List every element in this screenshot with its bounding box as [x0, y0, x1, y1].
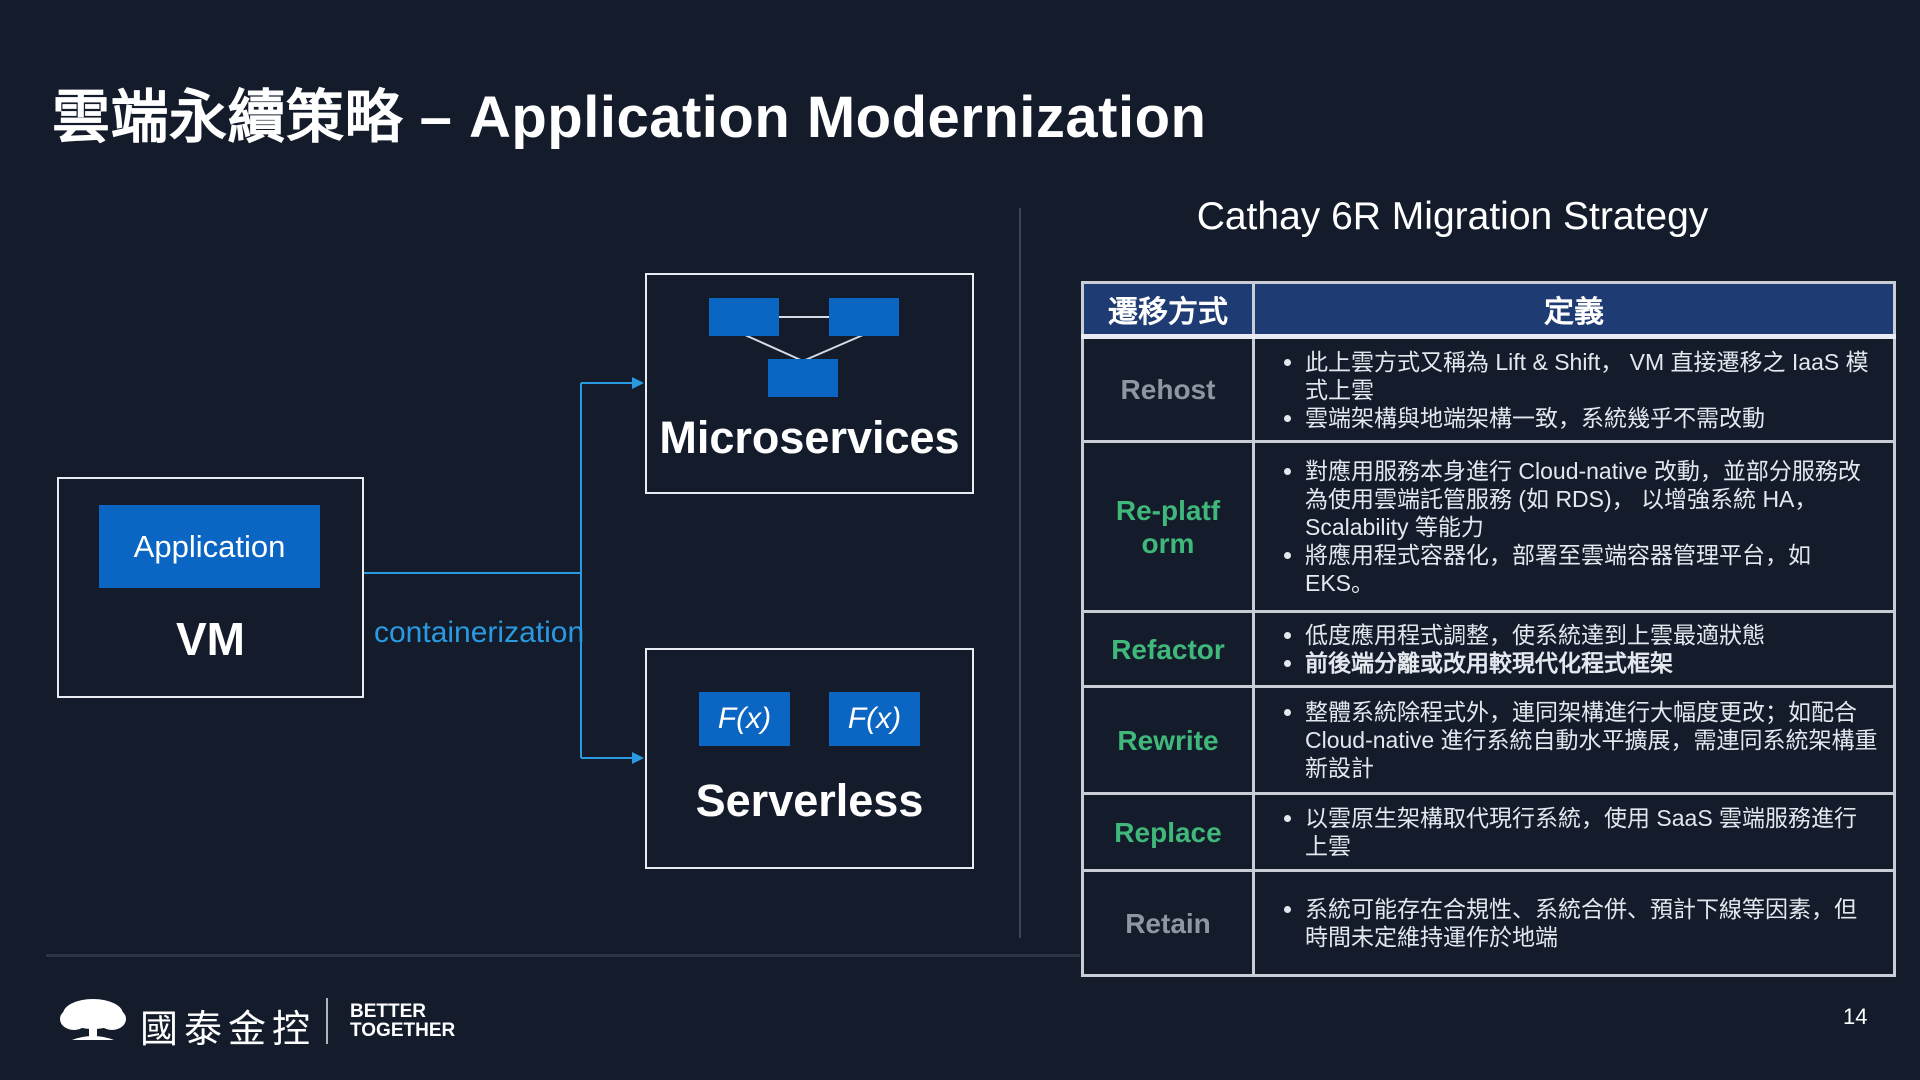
table-row: Re-platform 對應用服務本身進行 Cloud-native 改動，並部…	[1081, 440, 1896, 613]
tagline: BETTER TOGETHER	[350, 1002, 455, 1040]
microservice-node-right	[829, 298, 899, 336]
definition-bullet: 前後端分離或改用較現代化程式框架	[1305, 649, 1879, 677]
vm-label: VM	[176, 613, 245, 665]
definition-cell: 以雲原生架構取代現行系統，使用 SaaS 雲端服務進行上雲	[1252, 792, 1896, 872]
serverless-box	[645, 648, 974, 869]
cathay-tree-logo-icon	[60, 999, 126, 1040]
header-definition: 定義	[1252, 281, 1896, 338]
method-label: Re-platform	[1115, 494, 1221, 559]
definition-cell: 系統可能存在合規性、系統合併、預計下線等因素，但時間未定維持運作於地端	[1252, 869, 1896, 977]
vm-box	[57, 477, 364, 698]
microservice-node-bottom	[768, 359, 838, 397]
definition-bullet: 雲端架構與地端架構一致，系統幾乎不需改動	[1305, 404, 1879, 432]
method-cell: Re-platform	[1081, 440, 1255, 613]
microservices-box	[645, 273, 974, 494]
table-title: Cathay 6R Migration Strategy	[1196, 195, 1709, 238]
footer-line	[46, 954, 1080, 957]
page-number: 14	[1843, 1004, 1868, 1029]
arrowhead-microservices	[632, 377, 644, 389]
footer-separator	[326, 998, 328, 1044]
method-cell: Rehost	[1081, 335, 1255, 443]
arrowhead-serverless	[632, 752, 644, 764]
method-cell: Replace	[1081, 792, 1255, 872]
application-block: Application	[99, 505, 320, 588]
method-cell: Retain	[1081, 869, 1255, 977]
containerization-label: containerization	[374, 616, 585, 649]
definition-bullet-text: 對應用服務本身進行 Cloud-native 改動，並部分服務改為使用雲端託管服…	[1305, 457, 1861, 540]
method-cell: Refactor	[1081, 610, 1255, 688]
function-block: F(x)	[699, 692, 790, 746]
table-row: Replace 以雲原生架構取代現行系統，使用 SaaS 雲端服務進行上雲	[1081, 792, 1896, 872]
definition-bullet: 整體系統除程式外，連同架構進行大幅度更改；如配合 Cloud-native 進行…	[1305, 698, 1879, 782]
definition-cell: 低度應用程式調整，使系統達到上雲最適狀態 前後端分離或改用較現代化程式框架	[1252, 610, 1896, 688]
microservices-label: Microservices	[659, 412, 960, 463]
method-cell: Rewrite	[1081, 685, 1255, 795]
tagline-line: BETTER	[350, 1001, 426, 1022]
definition-bullet: 將應用程式容器化，部署至雲端容器管理平台，如 EKS。	[1305, 541, 1879, 597]
definition-bullet: 以雲原生架構取代現行系統，使用 SaaS 雲端服務進行上雲	[1305, 804, 1879, 860]
vertical-divider	[1019, 208, 1021, 938]
microservice-node-left	[709, 298, 779, 336]
function-block: F(x)	[829, 692, 920, 746]
migration-strategy-table: 遷移方式 定義 Rehost 此上雲方式又稱為 Lift & Shift， VM…	[1081, 281, 1896, 977]
microservices-icon	[709, 298, 899, 397]
definition-cell: 對應用服務本身進行 Cloud-native 改動，並部分服務改為使用雲端託管服…	[1252, 440, 1896, 613]
company-logo-text: 國泰金控	[140, 1009, 317, 1051]
definition-bullet: 低度應用程式調整，使系統達到上雲最適狀態	[1305, 621, 1879, 649]
table-row: Refactor 低度應用程式調整，使系統達到上雲最適狀態 前後端分離或改用較現…	[1081, 610, 1896, 688]
definition-bullet: 此上雲方式又稱為 Lift & Shift， VM 直接遷移之 IaaS 模式上…	[1305, 348, 1879, 404]
serverless-label: Serverless	[695, 775, 924, 826]
tagline-line: TOGETHER	[350, 1020, 456, 1041]
table-row: Rewrite 整體系統除程式外，連同架構進行大幅度更改；如配合 Cloud-n…	[1081, 685, 1896, 795]
definition-cell: 整體系統除程式外，連同架構進行大幅度更改；如配合 Cloud-native 進行…	[1252, 685, 1896, 795]
table-row: Retain 系統可能存在合規性、系統合併、預計下線等因素，但時間未定維持運作於…	[1081, 869, 1896, 977]
slide-title: 雲端永續策略 – Application Modernization	[52, 85, 1207, 150]
definition-cell: 此上雲方式又稱為 Lift & Shift， VM 直接遷移之 IaaS 模式上…	[1252, 335, 1896, 443]
definition-bullet: 系統可能存在合規性、系統合併、預計下線等因素，但時間未定維持運作於地端	[1305, 895, 1879, 951]
header-method: 遷移方式	[1081, 281, 1255, 338]
table-header-row: 遷移方式 定義	[1081, 281, 1896, 338]
table-row: Rehost 此上雲方式又稱為 Lift & Shift， VM 直接遷移之 I…	[1081, 335, 1896, 443]
definition-bullet: 對應用服務本身進行 Cloud-native 改動，並部分服務改為使用雲端託管服…	[1305, 457, 1879, 541]
